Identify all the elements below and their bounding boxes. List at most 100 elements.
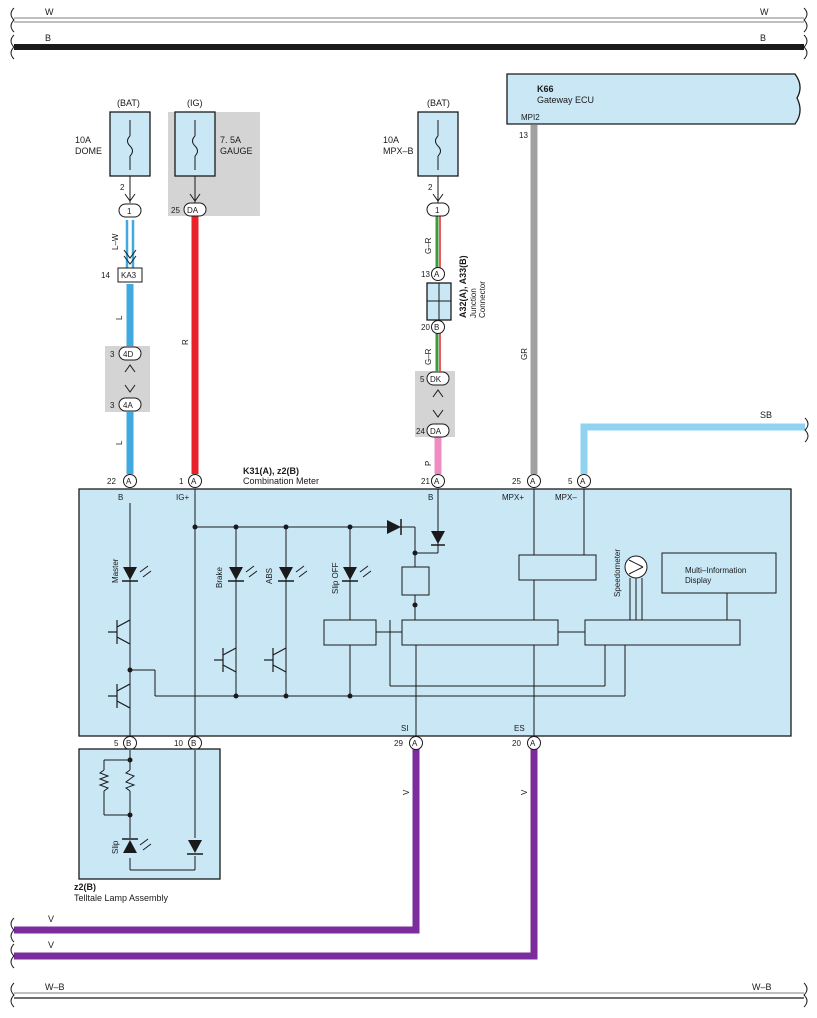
svg-text:3: 3: [110, 401, 115, 410]
telltale-name: Telltale Lamp Assembly: [74, 893, 169, 903]
svg-text:3: 3: [110, 350, 115, 359]
wire-gr1-label: G–R: [424, 237, 433, 254]
svg-text:MPX–: MPX–: [555, 493, 577, 502]
led-brake-label: Brake: [215, 567, 224, 588]
svg-text:MPX+: MPX+: [502, 493, 524, 502]
fuse-dome: (BAT) 10A DOME 2: [75, 98, 151, 203]
fuse-dome-name: DOME: [75, 146, 102, 156]
svg-text:A: A: [580, 477, 586, 486]
led-abs-icon: ABS: [265, 565, 308, 584]
bus-v2-label: V: [48, 940, 54, 950]
svg-text:21: 21: [421, 477, 430, 486]
connector-ka3: KA3 14: [101, 267, 143, 283]
bus-b-top: B B: [10, 33, 808, 60]
bus-b-label-right: B: [760, 33, 766, 43]
fuse-dome-pin: 2: [120, 183, 125, 192]
led-abs-label: ABS: [265, 568, 274, 584]
svg-text:4D: 4D: [123, 350, 133, 359]
bus-b-label: B: [45, 33, 51, 43]
telltale-code: z2(B): [74, 882, 96, 892]
connector-dk-da: DK 5 DA 24: [415, 371, 455, 438]
svg-text:A: A: [434, 477, 440, 486]
svg-text:1: 1: [179, 477, 184, 486]
svg-text:5: 5: [420, 375, 425, 384]
meter-top-pin: A 25 MPX+: [502, 474, 541, 502]
combination-meter: K31(A), z2(B) Combination Meter A 22 B A…: [78, 466, 792, 750]
comm-box: [518, 554, 597, 581]
diode-icon: [387, 519, 402, 535]
meter-top-pin: A 5 MPX–: [555, 474, 591, 502]
svg-text:DA: DA: [430, 427, 442, 436]
led-master-icon: Master: [111, 558, 152, 583]
transistor-icon: [214, 647, 237, 673]
gateway-code: K66: [537, 84, 554, 94]
wire-lw-label: L–W: [111, 233, 120, 250]
wire-p-label: P: [424, 461, 433, 466]
led-slip-icon: Slip: [111, 838, 152, 854]
display-driver-box: [584, 619, 741, 646]
junction-line1: Junction: [469, 288, 478, 318]
fuse-mpxb-name: MPX–B: [383, 146, 414, 156]
fuse-gauge-name: GAUGE: [220, 146, 253, 156]
ka3-pin: 14: [101, 271, 110, 280]
wire-sb-label: SB: [760, 410, 772, 420]
fuse-mpxb-rating: 10A: [383, 135, 399, 145]
wire-v-si-label: V: [402, 789, 411, 795]
svg-text:ES: ES: [514, 724, 525, 733]
svg-text:B: B: [118, 493, 123, 502]
wire-r-label: R: [181, 339, 190, 345]
cpu-box: [401, 619, 559, 646]
svg-text:DK: DK: [430, 375, 442, 384]
fuse-gauge: (IG) 7. 5A GAUGE DA 25: [168, 98, 260, 217]
svg-text:A: A: [434, 270, 440, 279]
led-master-label: Master: [111, 558, 120, 583]
wire-lw: [125, 220, 135, 270]
svg-text:A: A: [530, 739, 536, 748]
wire-v-es-label: V: [520, 789, 529, 795]
fuse-gauge-rating: 7. 5A: [220, 135, 241, 145]
diode-icon: [187, 840, 203, 855]
junction-line2: Connector: [478, 281, 487, 318]
meter-bottom-pin: A 20 ES: [512, 724, 541, 750]
svg-text:B: B: [428, 493, 433, 502]
led-slip-label: Slip: [111, 840, 120, 854]
wire-gr-2: [435, 333, 441, 372]
transistor-icon: [108, 683, 131, 709]
svg-text:4A: 4A: [123, 401, 133, 410]
connector-4d-4a: 4D 3 4A 3: [105, 346, 150, 412]
wire-l1-label: L: [115, 315, 124, 320]
transistor-icon: [108, 619, 131, 645]
svg-text:A: A: [412, 739, 418, 748]
svg-text:5: 5: [568, 477, 573, 486]
meter-bottom-pin: B 10: [174, 736, 202, 750]
junction-id: A32(A), A33(B): [458, 255, 468, 318]
svg-text:B: B: [434, 323, 439, 332]
gateway-name: Gateway ECU: [537, 95, 594, 105]
meter-name: Combination Meter: [243, 476, 319, 486]
svg-text:29: 29: [394, 739, 403, 748]
fuse-mpxb-pin: 2: [428, 183, 433, 192]
svg-text:B: B: [126, 739, 131, 748]
fuse-mpxb: (BAT) 10A MPX–B 2 1: [383, 98, 459, 217]
bus-wb-bottom: W–B W–B: [10, 982, 808, 1008]
led-slip-off-label: Slip OFF: [331, 562, 340, 594]
wire-v-es: [14, 747, 538, 960]
bus-w-label-right: W: [760, 7, 769, 17]
fuse-mpxb-source: (BAT): [427, 98, 450, 108]
regulator-box: [401, 566, 430, 596]
svg-text:B: B: [191, 739, 196, 748]
meter-bottom-pin: A 29 SI: [394, 724, 423, 750]
led-slip-off-icon: Slip OFF: [331, 562, 372, 594]
bus-w-label: W: [45, 7, 54, 17]
svg-text:5: 5: [114, 739, 119, 748]
fuse-gauge-source: (IG): [187, 98, 203, 108]
svg-text:13: 13: [421, 270, 430, 279]
transistor-icon: [264, 647, 287, 673]
bus-w-top: W W: [10, 7, 808, 33]
meter-internal-circuit: [129, 489, 728, 736]
wire-l2-label: L: [115, 440, 124, 445]
svg-text:1: 1: [127, 207, 132, 216]
multi-info-display-box: [661, 552, 777, 594]
gateway-ecu: K66 Gateway ECU MPI2 13: [506, 73, 801, 140]
